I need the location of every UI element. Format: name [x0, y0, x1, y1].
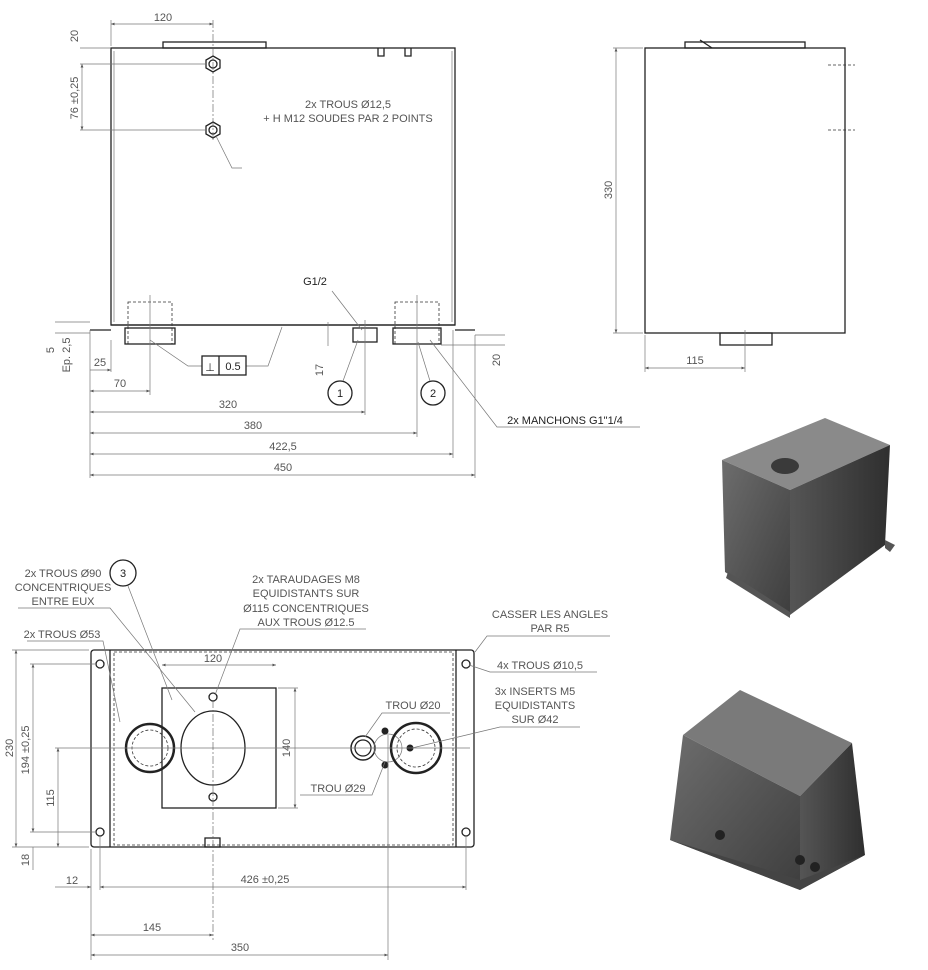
note-text: 2x TROUS Ø90 [25, 568, 102, 580]
manchons-label: 2x MANCHONS G1"1/4 [507, 415, 623, 427]
note-text: ENTRE EUX [32, 596, 96, 608]
mounting-hole-icon [461, 827, 471, 837]
mounting-hole-icon [461, 659, 471, 669]
dim-text: 350 [231, 942, 249, 954]
balloon [109, 559, 137, 587]
note-text: EQUIDISTANTS SUR [253, 588, 360, 600]
note-text: SUR Ø42 [511, 714, 558, 726]
dim-text: 380 [244, 420, 262, 432]
dim-text: 20 [491, 354, 503, 366]
note-text: + H M12 SOUDES PAR 2 POINTS [263, 113, 432, 125]
note-text: TROU Ø29 [310, 783, 365, 795]
dim-text: 145 [143, 922, 161, 934]
note-text: CONCENTRIQUES [15, 582, 112, 594]
dim-text: 120 [204, 653, 222, 665]
dim-text: 450 [274, 462, 292, 474]
dim-text: 194 ±0,25 [20, 726, 32, 775]
note-text: 4x TROUS Ø10,5 [497, 660, 583, 672]
perpendicularity-icon: ⊥ [205, 362, 215, 374]
dim-text: 76 ±0,25 [69, 77, 81, 120]
dim-text: 20 [69, 30, 81, 42]
flatness-tolerance-frame: ⊥ 0.5 [149, 326, 283, 376]
note-text: 2x TROUS Ø12,5 [305, 99, 391, 111]
dim-text: 320 [219, 399, 237, 411]
dim-text: 422,5 [269, 441, 297, 453]
isometric-render-bottom [670, 690, 865, 890]
bottom-view: 2x TROUS Ø90 CONCENTRIQUES ENTRE EUX 3 2… [4, 559, 610, 960]
dim-text: 230 [4, 739, 16, 757]
isometric-render-top [722, 418, 895, 618]
top-fittings [377, 48, 412, 57]
balloon-number: 3 [120, 568, 126, 580]
dim-text: 115 [45, 789, 57, 807]
note-text: AUX TROUS Ø12.5 [258, 617, 355, 629]
mounting-hole-icon [95, 827, 105, 837]
dim-text: 140 [281, 739, 293, 757]
insert-m5-icon [381, 727, 389, 735]
note-text: PAR R5 [531, 623, 570, 635]
top-plate [162, 41, 267, 49]
note-text: 2x TARAUDAGES M8 [252, 574, 360, 586]
dim-text: 330 [603, 181, 615, 199]
tank-side-outline [644, 47, 846, 334]
dim-text: 120 [154, 12, 172, 24]
note-text: 3x INSERTS M5 [495, 686, 576, 698]
dim-text: 5 [45, 347, 57, 353]
base-plate-outline [90, 649, 475, 848]
balloon-number: 2 [430, 388, 436, 400]
dim-text: 115 [686, 355, 704, 367]
dim-text: 12 [66, 875, 78, 887]
balloon [420, 380, 446, 406]
dim-text: Ep. 2,5 [61, 338, 73, 373]
tank-body-outline [110, 47, 456, 326]
dim-text: 18 [20, 854, 32, 866]
note-text: CASSER LES ANGLES [492, 609, 608, 621]
note-text: 2x TROUS Ø53 [24, 629, 101, 641]
balloon-number: 1 [337, 388, 343, 400]
side-view: 330 115 [603, 39, 855, 372]
front-view: 120 20 76 ±0,25 2x TROUS Ø12,5 + H M12 S… [45, 12, 640, 478]
dim-text: 70 [114, 378, 126, 390]
balloon [327, 380, 353, 406]
note-text: TROU Ø20 [385, 700, 440, 712]
m8-thread-icon [208, 692, 218, 702]
dim-text: 426 ±0,25 [241, 874, 290, 886]
dim-text: 17 [314, 364, 326, 376]
mounting-hole-icon [95, 659, 105, 669]
tolerance-value: 0.5 [225, 361, 240, 373]
note-text: Ø115 CONCENTRIQUES [243, 603, 369, 615]
thread-label: G1/2 [303, 276, 327, 288]
dim-text: 25 [94, 357, 106, 369]
note-text: EQUIDISTANTS [495, 700, 575, 712]
